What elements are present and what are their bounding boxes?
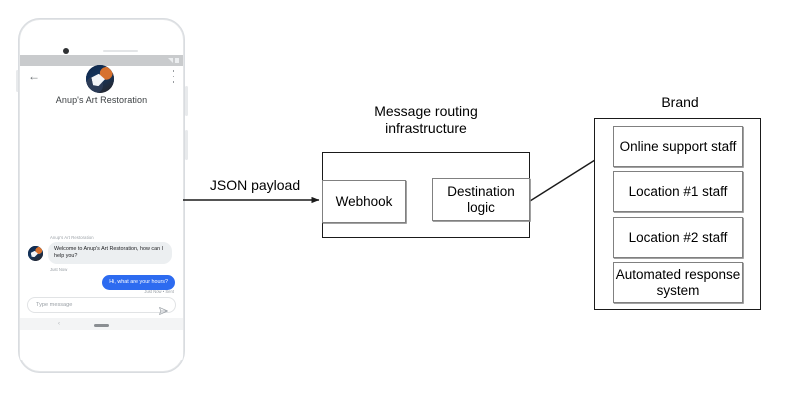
incoming-message-sender: Anup's Art Restoration bbox=[50, 235, 94, 240]
brand-item-online-support-staff[interactable]: Online support staff bbox=[613, 126, 743, 167]
brand-avatar bbox=[86, 65, 114, 93]
outgoing-message-timestamp: Just Now • Sent bbox=[144, 289, 174, 294]
incoming-message-timestamp: Just Now bbox=[50, 267, 68, 272]
brand-item-automated-response-system[interactable]: Automated response system bbox=[613, 262, 743, 303]
phone-screen: ← Anup's Art Restoration Anup's Art Rest… bbox=[20, 55, 183, 330]
phone-chin bbox=[20, 330, 183, 360]
brand-title: Brand bbox=[661, 94, 699, 110]
message-input-placeholder[interactable]: Type message bbox=[36, 302, 73, 308]
brand-item-location-1-staff[interactable]: Location #1 staff bbox=[613, 171, 743, 212]
incoming-message-bubble: Welcome to Anup's Art Restoration, how c… bbox=[48, 242, 172, 264]
phone-earpiece-line bbox=[103, 50, 138, 52]
android-nav-bar: ‹ bbox=[20, 318, 183, 330]
webhook-box[interactable]: Webhook bbox=[322, 180, 406, 223]
json-payload-label: JSON payload bbox=[209, 177, 301, 193]
battery-icon bbox=[175, 58, 179, 63]
outgoing-message-bubble: Hi, what are your hours? bbox=[102, 275, 175, 290]
nav-back-icon[interactable]: ‹ bbox=[58, 321, 60, 327]
incoming-message-avatar bbox=[28, 246, 43, 261]
phone-volume-button[interactable] bbox=[185, 130, 188, 160]
overflow-menu-icon[interactable] bbox=[172, 70, 175, 83]
send-paper-plane-icon[interactable] bbox=[159, 302, 168, 315]
destination-logic-box[interactable]: Destination logic bbox=[432, 178, 530, 221]
status-bar bbox=[20, 55, 183, 66]
routing-infrastructure-title: Message routing infrastructure bbox=[374, 103, 478, 136]
phone-side-button-left bbox=[16, 70, 19, 92]
phone-power-button[interactable] bbox=[185, 86, 188, 116]
phone-camera-icon bbox=[63, 48, 69, 54]
back-arrow-icon[interactable]: ← bbox=[28, 69, 40, 83]
brand-item-location-2-staff[interactable]: Location #2 staff bbox=[613, 217, 743, 258]
brand-title: Anup's Art Restoration bbox=[55, 95, 148, 105]
nav-home-pill-icon[interactable] bbox=[94, 324, 109, 327]
status-bar-icons bbox=[168, 58, 179, 63]
app-bar: ← bbox=[20, 66, 183, 88]
message-composer[interactable]: Type message bbox=[27, 297, 176, 315]
